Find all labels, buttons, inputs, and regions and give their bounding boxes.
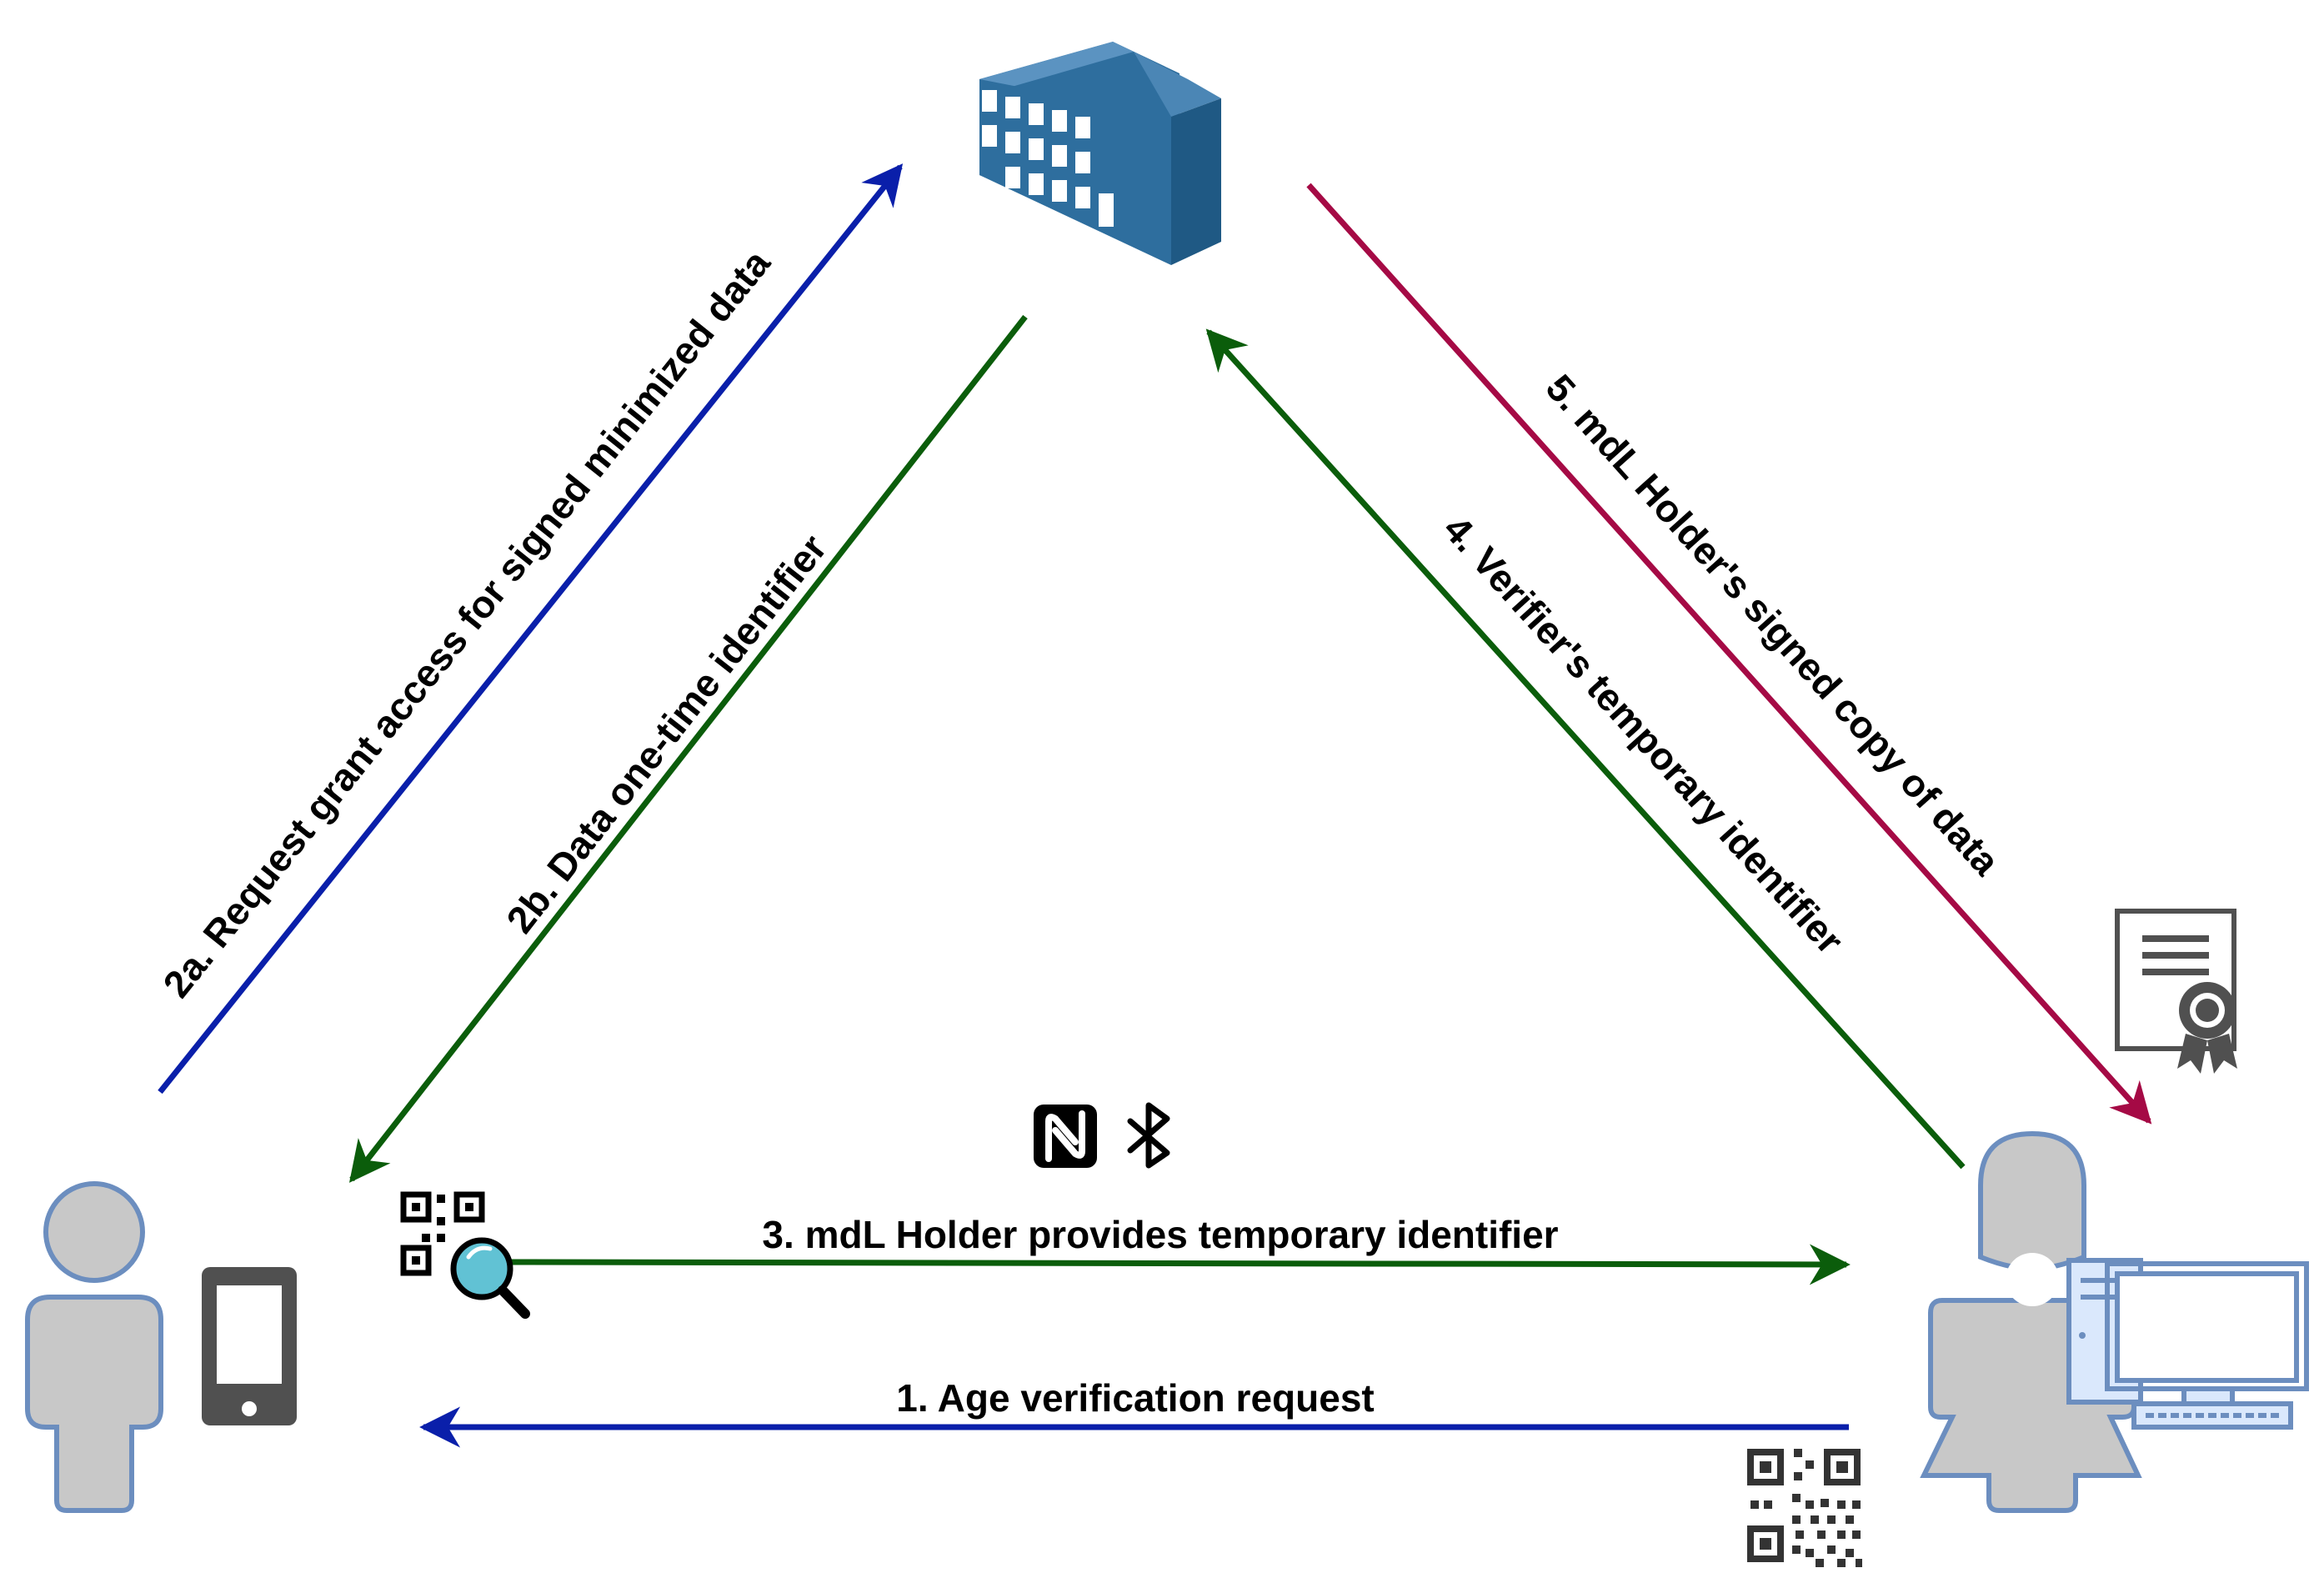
label-holder-provides-temporary-identifier: 3. mdL Holder provides temporary identif…: [762, 1213, 1558, 1256]
arrow-holder-signed-copy: [1306, 183, 2152, 1125]
arrow-verifier-temporary-identifier: [1205, 328, 1966, 1170]
qr-scan-icon: [400, 1191, 530, 1319]
label-request-grant-access: 2a. Request grant access for signed mini…: [154, 242, 779, 1006]
arrow-holder-provides-temporary-identifier: [508, 1244, 1851, 1285]
smartphone-icon: [202, 1267, 297, 1425]
arrow-request-grant-access: [158, 163, 904, 1095]
bluetooth-icon: [1127, 1102, 1170, 1169]
person-icon: [25, 1181, 163, 1513]
building-icon: [979, 42, 1221, 265]
label-age-verification-request: 1. Age verification request: [896, 1376, 1374, 1420]
certificate-icon: [2115, 909, 2237, 1074]
label-holder-signed-copy: 5. mdL Holder's signed copy of data: [1538, 366, 2009, 884]
label-verifier-temporary-identifier: 4. Verifier's temporary identifier: [1435, 507, 1852, 962]
qr-code-icon: [1747, 1449, 1862, 1567]
nfc-icon: [1034, 1105, 1097, 1168]
desktop-computer-icon: [2066, 1258, 2309, 1430]
label-data-one-time-identifier: 2b. Data one-time identifier: [498, 526, 835, 940]
arrow-data-one-time-identifier: [348, 314, 1028, 1183]
